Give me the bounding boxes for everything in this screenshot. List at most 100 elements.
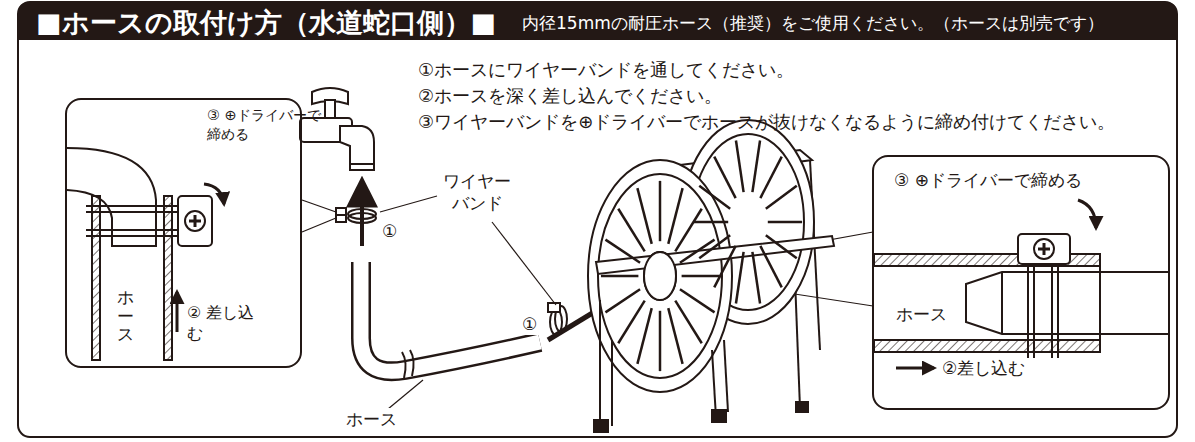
- frame: [18, 2, 1177, 437]
- faucet-detail: [178, 196, 212, 246]
- faucet-detail: [185, 211, 205, 231]
- reel-detail: [1001, 272, 1003, 334]
- hose-reel: [712, 410, 726, 422]
- detail-inset: ③ ⊕ドライバーで締めるホース ②差し込む: [872, 155, 1170, 410]
- hose-reel: [766, 235, 797, 258]
- faucet-detail: [92, 196, 100, 360]
- hose-reel: [599, 300, 601, 426]
- step-text: ③ ⊕ドライバーで締める: [894, 169, 1082, 191]
- part-label: ホース: [896, 303, 947, 325]
- leader-line: [302, 200, 336, 212]
- hose-reel: [699, 186, 730, 209]
- reel-detail: [1078, 200, 1096, 228]
- step-text: ② 差し込む: [187, 303, 259, 345]
- hose-reel: [694, 221, 728, 224]
- wire-band: [548, 303, 567, 335]
- faucet-detail: [86, 235, 180, 237]
- hose-reel: [618, 209, 644, 252]
- faucet: [300, 88, 374, 170]
- hose-reel: [588, 120, 834, 432]
- faucet: [350, 163, 374, 165]
- part-label: ホース: [344, 408, 399, 430]
- hose-reel: [601, 275, 638, 278]
- leader-line: [492, 222, 556, 305]
- hose-reel: [618, 301, 644, 344]
- hose-reel: [594, 420, 608, 432]
- step-text: ②差し込む: [942, 357, 1025, 379]
- hose-reel: [588, 160, 732, 392]
- callout-number: ①: [380, 220, 399, 242]
- instruction: ②ホースを深く差し込んでください。: [418, 84, 722, 107]
- faucet-detail: [67, 148, 156, 246]
- faucet: [340, 126, 374, 170]
- faucet-detail: [164, 196, 172, 360]
- hose-reel: [714, 157, 735, 198]
- detail-inset: ③ ⊕ドライバーで 締めるホース② 差し込む: [65, 98, 302, 368]
- reel-detail: [966, 272, 1168, 334]
- hose: [361, 262, 540, 371]
- title: ■ホースの取付け方（水道蛇口側）■: [36, 5, 496, 40]
- hose-reel: [637, 308, 651, 364]
- step-text: ③ ⊕ドライバーで 締める: [207, 106, 329, 143]
- reel-detail: [874, 200, 1168, 368]
- wire-band: [336, 208, 376, 223]
- hose: [402, 350, 414, 378]
- hose-reel: [675, 209, 701, 252]
- hose-reel: [736, 252, 744, 304]
- frame: [18, 2, 1177, 40]
- faucet-detail: [194, 215, 197, 227]
- hose: [361, 262, 540, 371]
- hose-reel: [796, 402, 808, 412]
- leader-line: [380, 196, 437, 212]
- hose-reel: [712, 350, 716, 418]
- hose-reel: [766, 186, 797, 209]
- leader-line: [302, 218, 336, 232]
- faucet-detail: [86, 211, 180, 213]
- hose-reel: [644, 252, 676, 300]
- hose-reel: [659, 181, 662, 241]
- wire-band: [548, 303, 560, 312]
- hose: [361, 262, 540, 378]
- faucet-detail: [86, 229, 180, 231]
- hose-reel: [668, 188, 682, 244]
- hose-reel: [714, 246, 735, 287]
- hose-reel: [752, 140, 760, 192]
- reel-detail: [1018, 234, 1070, 264]
- reel-detail: [1034, 239, 1054, 259]
- faucet-detail: [204, 184, 224, 204]
- wire-band: [336, 208, 346, 222]
- faucet: [325, 100, 335, 118]
- hose-reel: [736, 140, 744, 192]
- faucet-detail: [86, 205, 180, 207]
- hose-reel: [644, 252, 676, 300]
- hose-reel: [752, 252, 760, 304]
- instruction: ③ワイヤーバンドを⊕ドライバーでホースが抜けなくなるように締め付けてください。: [418, 110, 1115, 133]
- frame: [18, 2, 1177, 437]
- hose-reel: [724, 340, 728, 412]
- hose-reel: [768, 221, 802, 224]
- part-label: ワイヤー バンド: [438, 170, 516, 214]
- hose-reel: [637, 188, 651, 244]
- hose-reel: [605, 240, 640, 263]
- hose-reel: [682, 275, 719, 278]
- hose-reel: [598, 174, 722, 378]
- hose-reel: [668, 308, 682, 364]
- reel-detail: [896, 367, 934, 370]
- hose-reel: [680, 240, 715, 263]
- reel-detail: [874, 340, 1100, 352]
- hose-reel: [659, 311, 662, 371]
- reel-detail: [1099, 254, 1101, 352]
- callout-number: ①: [520, 313, 539, 335]
- leader-line: [388, 380, 423, 409]
- hose-reel: [760, 246, 781, 287]
- subtitle: 内径15mmの耐圧ホース（推奨）をご使用ください。（ホースは別売です）: [522, 12, 1104, 34]
- hose-reel: [675, 301, 701, 344]
- faucet-detail: [176, 292, 179, 332]
- hose-reel: [611, 340, 613, 426]
- wire-band: [336, 214, 346, 216]
- hose-reel: [596, 236, 834, 274]
- wire-band: [348, 213, 376, 223]
- reel-detail: [1043, 243, 1046, 255]
- instruction: ①ホースにワイヤーバンドを通してください。: [418, 58, 794, 81]
